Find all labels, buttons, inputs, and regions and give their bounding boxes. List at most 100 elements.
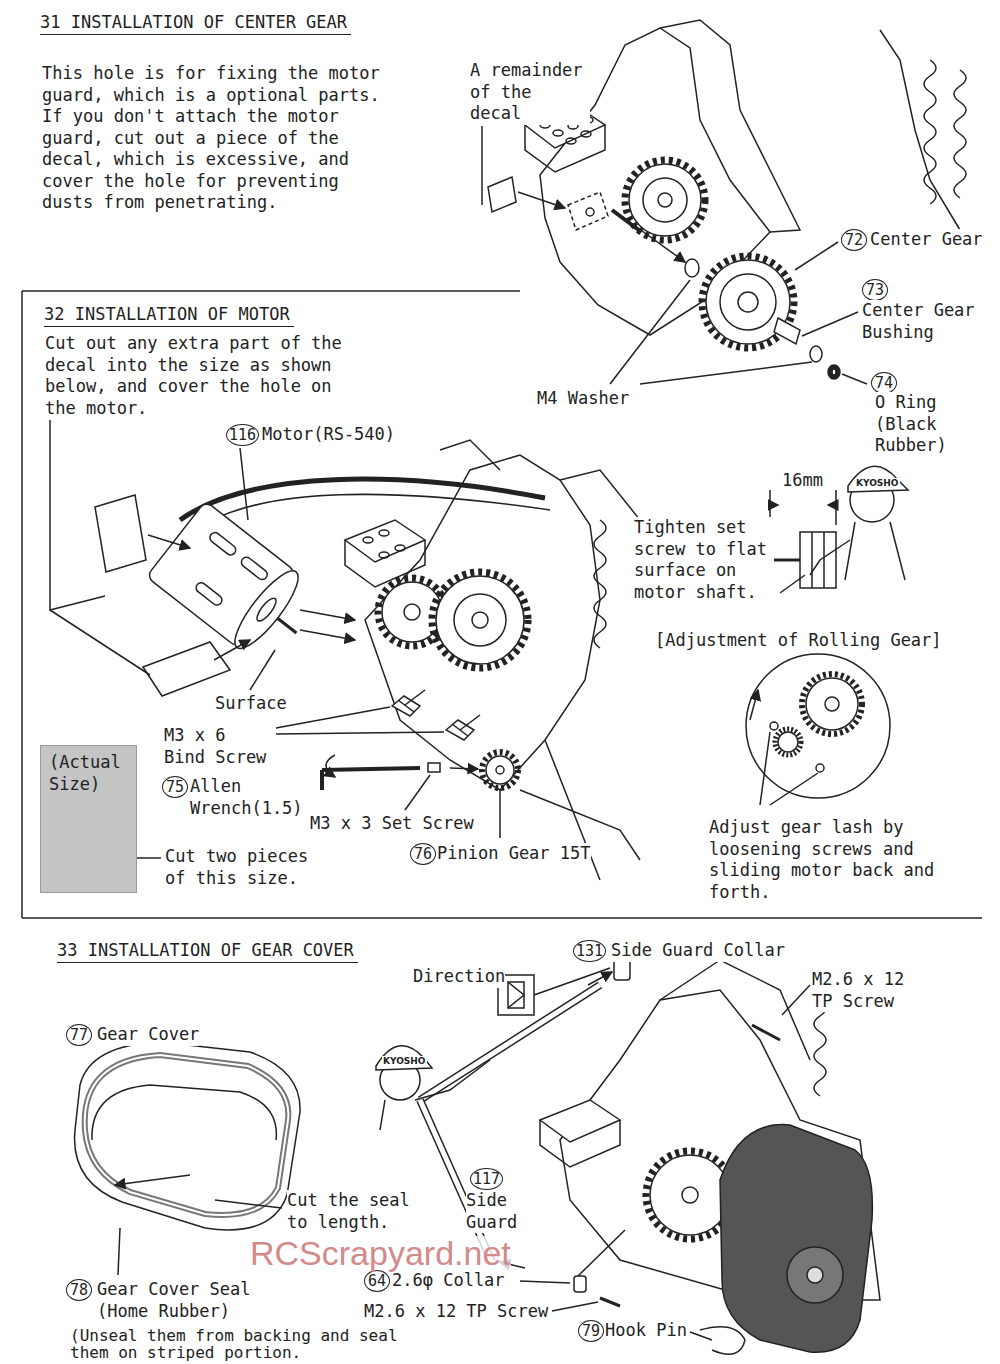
dimension-tick <box>835 490 837 525</box>
sample-label: (Actual Size) <box>41 746 136 801</box>
callout-number: 75 <box>162 776 188 798</box>
leader-line <box>802 312 858 336</box>
block-hole <box>553 130 563 136</box>
leader-line <box>780 575 805 593</box>
leader-line <box>760 732 770 805</box>
leader-line <box>276 707 390 728</box>
instruction-text: Adjust gear lash by loosening screws and… <box>709 817 944 903</box>
mascot-cap <box>376 1046 432 1070</box>
decal-piece <box>488 177 516 212</box>
slide-arrow <box>750 690 758 720</box>
leader-line <box>50 610 150 675</box>
motor-body <box>146 501 296 647</box>
center-gear <box>650 1155 730 1235</box>
instruction-text: O Ring (Black Rubber) <box>875 392 955 457</box>
center-gear-hub <box>682 1187 698 1203</box>
spur-gear-hub <box>825 697 839 711</box>
center-gear-bushing <box>774 318 800 344</box>
allen-wrench <box>322 768 420 790</box>
arrow <box>518 192 565 208</box>
gear-cover-seal <box>85 1055 289 1215</box>
motor-bushing <box>254 596 279 624</box>
leader-line <box>640 362 812 384</box>
chassis-frame <box>660 960 810 1060</box>
gear-cover <box>75 1042 301 1230</box>
battery-block <box>525 125 605 172</box>
cap-logo: KYOSHO <box>855 478 900 488</box>
instruction-text: [Adjustment of Rolling Gear] <box>655 630 942 652</box>
cap-logo: KYOSHO <box>382 1056 427 1066</box>
shock-spring <box>594 520 606 648</box>
m4-washer <box>810 346 822 362</box>
arrow <box>115 1175 190 1185</box>
battery-block <box>540 1100 620 1142</box>
pinion-gear <box>486 756 514 784</box>
collar-direction <box>508 982 524 1008</box>
instruction-text: Pinion Gear 15T <box>437 843 591 865</box>
motor-screw <box>816 764 824 772</box>
motor-wire <box>180 479 545 520</box>
instruction-text: Side Guard <box>466 1190 526 1233</box>
instruction-text: Tighten set screw to flat surface on mot… <box>634 517 774 603</box>
callout-number: 79 <box>578 1320 604 1342</box>
section-heading: 31 INSTALLATION OF CENTER GEAR <box>40 12 351 35</box>
leader-line <box>481 126 483 205</box>
leader-line <box>405 775 430 810</box>
leader-line <box>782 985 810 1015</box>
callout-number: 78 <box>66 1279 92 1301</box>
arrow <box>450 768 478 769</box>
instruction-text: Cut out any extra part of the decal into… <box>45 333 355 419</box>
instruction-text: This hole is for fixing the motor guard,… <box>42 63 392 214</box>
block-hole <box>379 530 389 536</box>
spur-gear-hub <box>658 193 672 207</box>
decal-piece <box>143 642 230 696</box>
center-gear-web <box>454 594 506 646</box>
spur-gear <box>629 164 701 236</box>
decal-piece <box>95 495 146 572</box>
leader-line <box>118 1228 120 1275</box>
mascot-body <box>810 522 905 580</box>
side-guard-collar <box>614 960 630 980</box>
block-hole <box>379 552 389 558</box>
spur-gear-web <box>643 178 687 222</box>
instruction-text: Gear Cover <box>97 1024 199 1046</box>
hook-pin <box>700 1327 745 1355</box>
callout-number: 131 <box>573 940 606 962</box>
instruction-note: (Unseal them from backing and seal them … <box>70 1327 410 1361</box>
dimension-arrow <box>828 504 834 506</box>
spur-gear-teeth <box>378 578 446 646</box>
instruction-text: M3 x 6 Bind Screw <box>164 725 274 768</box>
shock-spring <box>954 70 966 198</box>
leader-line <box>795 242 838 270</box>
actual-size-sample: (Actual Size) <box>40 745 137 893</box>
callout-number: 73 <box>862 279 888 301</box>
leader-line <box>690 1332 712 1340</box>
collar-direction <box>508 982 524 1008</box>
callout-number: 74 <box>871 372 897 394</box>
tp-screw <box>600 1298 620 1306</box>
section-heading: 32 INSTALLATION OF MOTOR <box>44 304 294 327</box>
pinion-side <box>800 532 836 588</box>
section-divider <box>22 917 982 919</box>
arrow <box>300 630 355 640</box>
motor-shaft <box>770 559 800 562</box>
section-divider <box>21 291 23 918</box>
callout-number: 117 <box>470 1168 503 1190</box>
motor-wire <box>195 494 550 530</box>
pinion-gear <box>778 732 798 752</box>
shaft-line <box>460 715 480 730</box>
instruction-text: 2.6φ Collar <box>392 1270 505 1292</box>
instruction-text: Side Guard Collar <box>611 940 785 962</box>
pinion-teeth <box>482 752 518 788</box>
m4-washer <box>685 259 699 277</box>
leader-line <box>770 773 818 805</box>
leader-line <box>50 420 105 610</box>
leader-line <box>276 732 444 734</box>
section-divider <box>22 290 520 292</box>
shaft-line <box>405 690 425 705</box>
screw-line <box>578 1230 625 1276</box>
battery-block <box>345 520 425 562</box>
leader-line <box>842 374 867 384</box>
leader-line <box>137 857 161 859</box>
motor-guard-hole <box>586 208 594 216</box>
